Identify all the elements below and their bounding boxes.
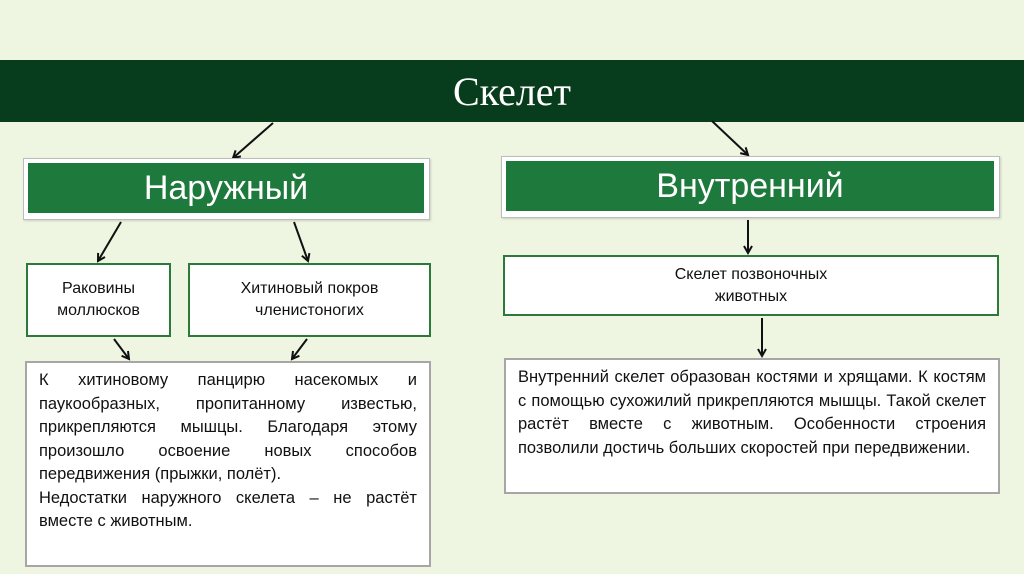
external-category-label: Наружный (28, 163, 424, 213)
arrow-title-to-external (233, 122, 274, 158)
arrow-external-to-shells (98, 221, 122, 261)
diagram-title: Скелет (452, 68, 572, 114)
arrow-external-to-chitin (293, 221, 308, 261)
internal-description: Внутренний скелет образован костями и хр… (504, 358, 1000, 494)
external-description-drawback: Недостатки наружного скелета – не растёт… (39, 488, 417, 531)
external-description: К хитиновому панцирю насекомых и паукооб… (25, 361, 431, 567)
arrow-title-to-internal (711, 120, 748, 155)
arrow-chitin-to-desc (292, 338, 308, 359)
external-description-text: К хитиновому панцирю насекомых и паукооб… (39, 371, 417, 483)
title-bar (0, 60, 1024, 122)
arrow-shells-to-desc (113, 338, 129, 359)
vertebrates-box: Скелет позвоночных животных (503, 255, 999, 316)
chitin-box: Хитиновый покров членистоногих (188, 263, 431, 337)
internal-category-label: Внутренний (506, 161, 994, 211)
shells-box: Раковины моллюсков (26, 263, 171, 337)
internal-description-text: Внутренний скелет образован костями и хр… (518, 368, 986, 457)
